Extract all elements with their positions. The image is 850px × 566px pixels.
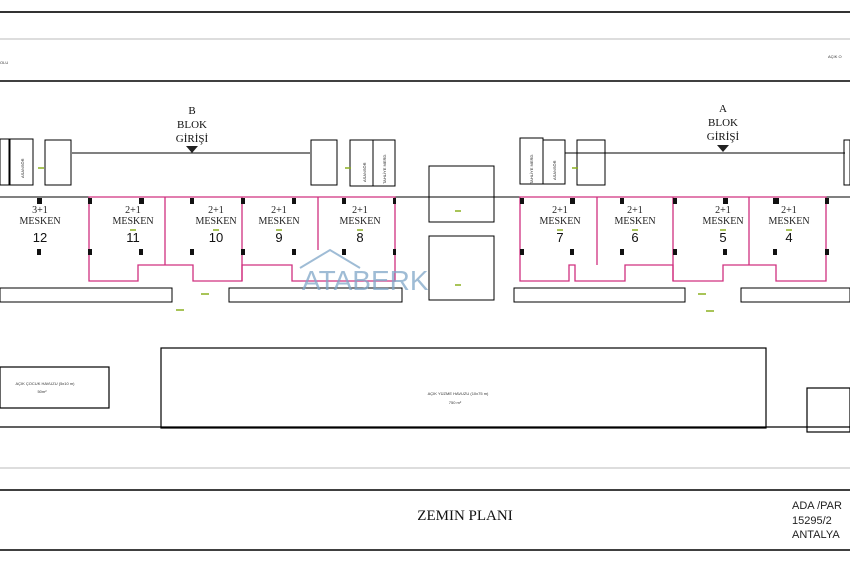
arrow-markers — [38, 167, 792, 312]
drawing-title: ZEMIN PLANI — [417, 508, 512, 524]
elevator-label: ASANSÖR — [362, 162, 367, 182]
svg-text:MESKEN: MESKEN — [539, 216, 580, 227]
svg-text:MESKEN: MESKEN — [195, 216, 236, 227]
corridor-strips — [0, 287, 850, 303]
svg-text:750 m²: 750 m² — [449, 400, 462, 405]
parcel-number: 15295/2 — [792, 515, 832, 527]
svg-text:5: 5 — [719, 230, 726, 245]
svg-text:MESKEN: MESKEN — [614, 216, 655, 227]
entrance-arrow-icon — [717, 145, 729, 152]
svg-text:3+1: 3+1 — [32, 205, 48, 216]
svg-text:12: 12 — [33, 230, 47, 245]
svg-text:ATABERK: ATABERK — [302, 265, 429, 296]
svg-text:MESKEN: MESKEN — [19, 216, 60, 227]
service-cores — [0, 137, 850, 301]
stair-label: TAHLİYE MERD. — [382, 154, 387, 184]
svg-text:8: 8 — [356, 230, 363, 245]
header-right-label: AÇIK O — [828, 54, 842, 59]
svg-text:GİRİŞİ: GİRİŞİ — [176, 133, 209, 145]
entrance-arrow-icon — [186, 146, 198, 153]
svg-text:MESKEN: MESKEN — [339, 216, 380, 227]
unit-outlines — [88, 196, 827, 282]
watermark-logo: ATABERK — [299, 248, 429, 296]
columns — [37, 198, 829, 255]
pools — [0, 347, 850, 433]
svg-text:GİRİŞİ: GİRİŞİ — [707, 131, 740, 143]
svg-text:7: 7 — [556, 230, 563, 245]
ada-parsel-label: ADA /PAR — [792, 500, 842, 512]
svg-text:50m²: 50m² — [37, 389, 47, 394]
svg-text:9: 9 — [275, 230, 282, 245]
svg-text:MESKEN: MESKEN — [258, 216, 299, 227]
svg-text:MESKEN: MESKEN — [702, 216, 743, 227]
svg-text:2+1: 2+1 — [352, 205, 368, 216]
svg-text:MESKEN: MESKEN — [112, 216, 153, 227]
svg-text:2+1: 2+1 — [627, 205, 643, 216]
svg-text:BLOK: BLOK — [177, 119, 207, 131]
block-b-entrance: B BLOK GİRİŞİ — [176, 105, 209, 153]
svg-text:2+1: 2+1 — [552, 205, 568, 216]
svg-text:2+1: 2+1 — [208, 205, 224, 216]
svg-text:2+1: 2+1 — [781, 205, 797, 216]
svg-text:2+1: 2+1 — [715, 205, 731, 216]
svg-text:10: 10 — [209, 230, 223, 245]
svg-text:BLOK: BLOK — [708, 117, 738, 129]
svg-text:2+1: 2+1 — [271, 205, 287, 216]
child-pool-label: AÇIK ÇOCUK HAVUZU (5x10 m) 50m² — [15, 381, 75, 394]
svg-text:AÇIK ÇOCUK HAVUZU (5x10 m): AÇIK ÇOCUK HAVUZU (5x10 m) — [15, 381, 75, 386]
main-pool-label: AÇIK YÜZME HAVUZU (10x75 m) 750 m² — [428, 391, 489, 405]
elevator-label: ASANSÖR — [552, 160, 557, 180]
svg-text:A: A — [719, 103, 727, 115]
svg-text:B: B — [188, 105, 195, 117]
header-left-label: OLU — [0, 60, 8, 65]
svg-text:MESKEN: MESKEN — [768, 216, 809, 227]
stair-label: TAHLİYE MERD. — [529, 154, 534, 184]
svg-text:4: 4 — [785, 230, 792, 245]
city-label: ANTALYA — [792, 529, 840, 541]
svg-text:2+1: 2+1 — [125, 205, 141, 216]
svg-text:6: 6 — [631, 230, 638, 245]
block-a-entrance: A BLOK GİRİŞİ — [707, 103, 740, 152]
svg-text:11: 11 — [126, 230, 140, 245]
svg-text:AÇIK YÜZME HAVUZU (10x75 m): AÇIK YÜZME HAVUZU (10x75 m) — [428, 391, 489, 396]
elevator-label: ASANSÖR — [20, 158, 25, 178]
